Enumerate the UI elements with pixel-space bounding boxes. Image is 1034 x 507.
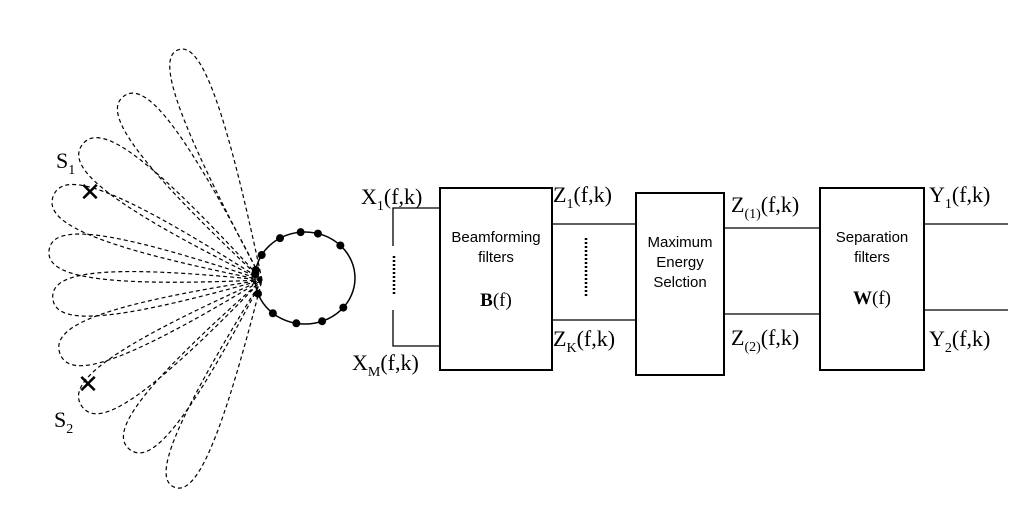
source-s2: ✕ S2 bbox=[54, 369, 99, 437]
input-label-last: XM(f,k) bbox=[352, 350, 419, 380]
beam-lobe bbox=[77, 279, 263, 415]
microphone-dot bbox=[268, 309, 277, 318]
array-ring bbox=[254, 231, 356, 325]
microphone-dot bbox=[257, 251, 266, 259]
microphone-dot bbox=[296, 228, 305, 237]
input-wire-top bbox=[392, 207, 440, 246]
beam-lobe bbox=[169, 48, 263, 281]
output-wires bbox=[924, 223, 1008, 311]
microphone-dot bbox=[276, 234, 284, 243]
beam-output-label-first: Z1(f,k) bbox=[553, 182, 612, 212]
microphone-array bbox=[251, 228, 356, 328]
microphone-dot bbox=[254, 289, 263, 298]
input-label-first: X1(f,k) bbox=[361, 184, 422, 214]
beam-lobe bbox=[51, 183, 263, 281]
beam-lobe bbox=[122, 279, 263, 454]
beamforming-box bbox=[439, 187, 553, 371]
source-s2-label: S2 bbox=[54, 407, 73, 437]
microphone-dot bbox=[292, 319, 301, 328]
separation-box bbox=[819, 187, 925, 371]
microphone-dot bbox=[318, 317, 327, 326]
selection-title-line2: Energy bbox=[656, 254, 704, 271]
beam-output-label-last: ZK(f,k) bbox=[553, 326, 615, 356]
source-s1-label: S1 bbox=[56, 148, 75, 178]
beam-output-wires bbox=[552, 223, 636, 321]
selection-title-line1: Maximum bbox=[647, 234, 712, 251]
selection-block: Maximum Energy Selction bbox=[635, 192, 725, 376]
beam-lobe bbox=[78, 137, 263, 281]
selected-label-first: Z(1)(f,k) bbox=[731, 192, 799, 222]
beam-lobe bbox=[48, 233, 263, 283]
separation-title-line1: Separation bbox=[836, 229, 909, 246]
microphone-dot bbox=[336, 241, 345, 250]
source-s1: ✕ S1 bbox=[56, 148, 101, 207]
source-s1-marker: ✕ bbox=[79, 177, 101, 207]
output-label-first: Y1(f,k) bbox=[929, 182, 990, 212]
selected-label-second: Z(2)(f,k) bbox=[731, 325, 799, 355]
input-wires bbox=[392, 207, 440, 347]
output-label-second: Y2(f,k) bbox=[929, 326, 990, 356]
beam-lobe bbox=[116, 92, 263, 281]
beam-lobe bbox=[165, 279, 263, 489]
microphone-dots bbox=[251, 228, 348, 328]
beamforming-title-line2: filters bbox=[478, 249, 514, 266]
separation-title-line2: filters bbox=[854, 249, 890, 266]
beam-lobe bbox=[58, 279, 263, 367]
beamforming-block: Beamforming filters B(f) bbox=[439, 187, 553, 371]
separation-block: Separation filters W(f) bbox=[819, 187, 925, 371]
beam-pattern bbox=[48, 48, 263, 489]
input-wire-bottom bbox=[392, 310, 440, 347]
microphone-dot bbox=[339, 303, 348, 312]
microphone-dot bbox=[313, 229, 322, 238]
microphone-dot bbox=[251, 266, 260, 275]
source-s2-marker: ✕ bbox=[77, 369, 99, 399]
separation-symbol: W(f) bbox=[853, 288, 891, 309]
beam-lobe bbox=[52, 270, 263, 317]
selected-wires bbox=[724, 227, 820, 315]
beamforming-symbol: B(f) bbox=[480, 290, 512, 311]
selection-title-line3: Selction bbox=[653, 274, 706, 291]
beamforming-title-line1: Beamforming bbox=[451, 229, 540, 246]
selection-box bbox=[635, 192, 725, 376]
